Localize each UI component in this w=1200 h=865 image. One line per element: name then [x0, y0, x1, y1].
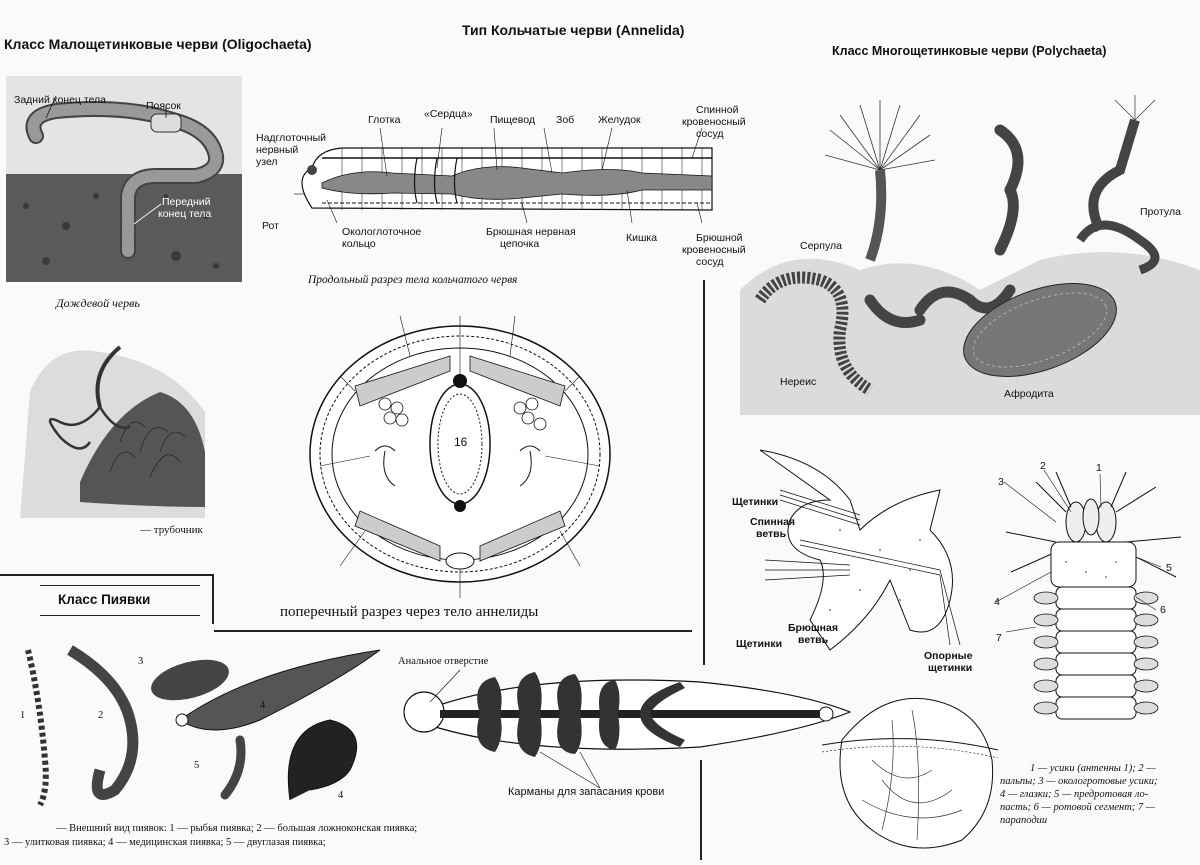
nereis-legend-line-1: 1 — усики (антенны 1); 2 — — [1030, 763, 1156, 774]
label-setae-top: Щетинки — [732, 496, 779, 508]
divider-under-leeches — [0, 574, 212, 576]
label-ventral-vessel-1: Брюшной — [696, 232, 743, 244]
label-support-setae-1: Опорные — [924, 650, 973, 662]
leech-num-4b: 4 — [338, 790, 344, 801]
cross-section-center-number: 16 — [454, 435, 468, 449]
label-front-end-1: Передний — [162, 196, 211, 208]
nereis-num-3: 3 — [998, 476, 1004, 488]
label-front-end-2: конец тела — [158, 208, 212, 220]
oligochaeta-title: Класс Малощетинковые черви (Oligochaeta) — [4, 36, 312, 52]
label-nereis: Нереис — [780, 376, 817, 388]
leech-num-2: 2 — [98, 710, 104, 721]
divider-middle-horizontal — [214, 630, 692, 632]
label-tail-end: Задний конец тела — [14, 94, 107, 106]
polychaetes-illustration — [740, 90, 1200, 415]
label-setae-bottom: Щетинки — [736, 638, 783, 650]
nereis-num-1: 1 — [1096, 462, 1102, 474]
nereis-num-6: 6 — [1160, 604, 1166, 616]
label-support-setae-2: щетинки — [928, 662, 973, 674]
label-ventral-vessel-2: кровеносный — [682, 244, 746, 256]
label-ring-2: кольцо — [342, 238, 376, 250]
nereis-num-7: 7 — [996, 632, 1002, 644]
leeches-caption-line-2: 3 — улитковая пиявка; 4 — медицинская пи… — [4, 837, 326, 848]
leech-gut-diagram — [400, 662, 860, 788]
label-pharynx: Глотка — [368, 114, 401, 126]
leeches-caption-line-1: — Внешний вид пиявок: 1 — рыбья пиявка; … — [56, 823, 418, 834]
nereis-num-5: 5 — [1166, 562, 1172, 574]
label-ring-1: Окологлоточное — [342, 226, 422, 238]
label-gut: Кишка — [626, 232, 658, 244]
label-dorsal-branch-1: Спинная — [750, 516, 796, 528]
label-ganglion-2: нервный — [256, 144, 299, 156]
leech-num-5: 5 — [194, 760, 200, 771]
earthworm-illustration — [6, 76, 242, 282]
label-esophagus: Пищевод — [490, 114, 535, 126]
divider-bottom-vertical — [700, 760, 702, 860]
label-crop: Зоб — [556, 114, 575, 126]
label-protula: Протула — [1140, 206, 1181, 218]
label-ganglion-1: Надглоточный — [256, 132, 326, 144]
divider-leeches-box-top — [40, 585, 200, 586]
parapodium-diagram — [740, 440, 980, 670]
label-ventral-branch-1: Брюшная — [788, 622, 838, 634]
nereis-legend-line-5: параподии — [1000, 815, 1048, 826]
leeches-illustration — [10, 640, 390, 818]
label-stomach: Желудок — [598, 114, 641, 126]
label-hearts: «Сердца» — [424, 108, 473, 120]
label-chain-2: цепочка — [500, 238, 540, 250]
leech-num-1: 1 — [20, 710, 26, 721]
nereis-legend-line-2: пальпы; 3 — окологротовые усики; — [1000, 776, 1158, 787]
nereis-head-diagram — [996, 462, 1192, 752]
label-blood-pockets: Карманы для запасания крови — [508, 786, 665, 798]
tubifex-illustration — [20, 332, 212, 518]
leeches-title: Класс Пиявки — [58, 592, 151, 607]
nereis-legend-line-3: 4 — глазки; 5 — предротовая ло- — [1000, 789, 1149, 800]
label-chain-1: Брюшная нервная — [486, 226, 576, 238]
leech-num-3: 3 — [138, 656, 144, 667]
label-ventral-branch-2: ветвь — [798, 634, 829, 646]
label-dorsal-vessel-1: Спинной — [696, 104, 739, 116]
cross-section-diagram — [300, 316, 620, 598]
label-mouth: Рот — [262, 220, 279, 232]
label-dorsal-branch-2: ветвь — [756, 528, 787, 540]
longitudinal-section-diagram — [282, 128, 722, 228]
label-ganglion-3: узел — [256, 156, 278, 168]
label-dorsal-vessel-2: кровеносный — [682, 116, 746, 128]
label-girdle: Поясок — [146, 100, 181, 112]
label-anus: Анальное отверстие — [398, 656, 489, 667]
longitudinal-caption: Продольный разрез тела кольчатого червя — [308, 274, 518, 286]
nereis-num-2: 2 — [1040, 460, 1046, 472]
cross-section-caption: поперечный разрез через тело аннелиды — [280, 604, 539, 620]
divider-vertical-right — [703, 280, 705, 665]
divider-vertical-middle — [212, 574, 214, 624]
tubifex-caption: — трубочник — [140, 524, 203, 536]
nereis-legend-line-4: пасть; 6 — ротовой сегмент; 7 — — [1000, 802, 1156, 813]
nereis-num-4: 4 — [994, 596, 1000, 608]
leech-num-4a: 4 — [260, 700, 266, 711]
polychaeta-title: Класс Многощетинковые черви (Polychaeta) — [832, 44, 1107, 58]
label-dorsal-vessel-3: сосуд — [696, 128, 724, 140]
phylum-title: Тип Кольчатые черви (Annelida) — [462, 22, 685, 38]
label-aphrodite: Афродита — [1004, 388, 1054, 400]
label-serpula: Серпула — [800, 240, 842, 252]
larva-illustration — [822, 690, 998, 860]
divider-leeches-box-bottom — [40, 615, 200, 616]
earthworm-caption: Дождевой червь — [56, 296, 140, 310]
label-ventral-vessel-3: сосуд — [696, 256, 724, 268]
